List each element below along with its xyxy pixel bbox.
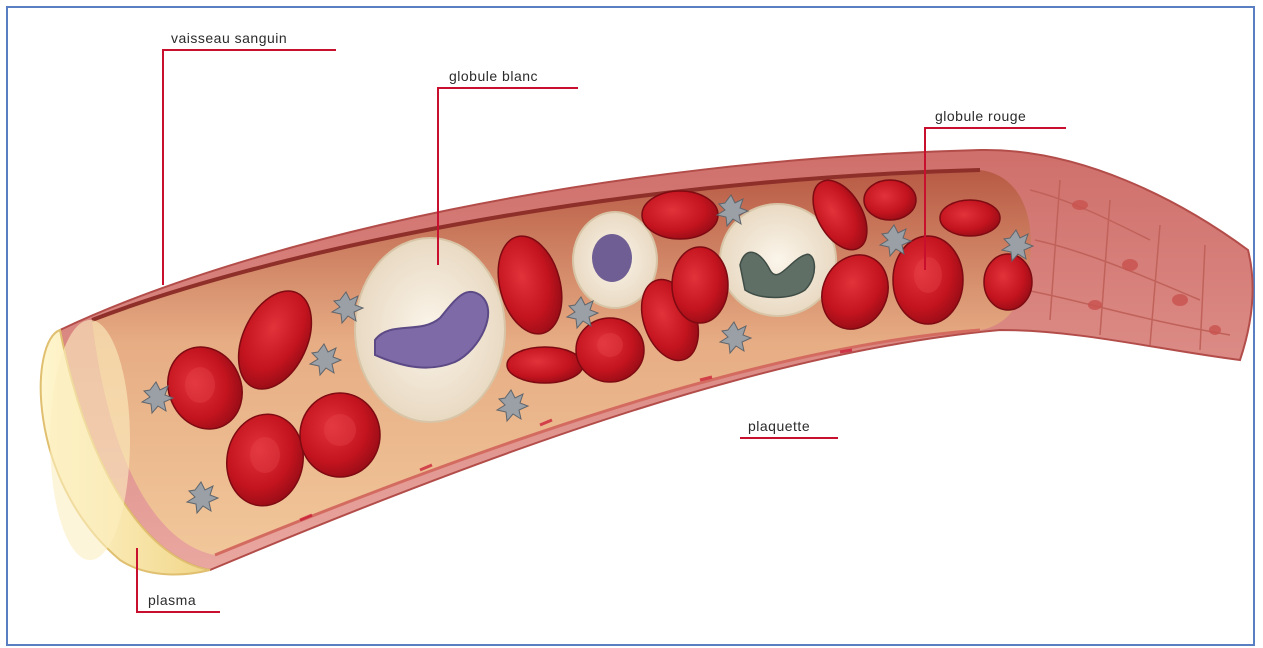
- label-plasma: plasma: [148, 592, 196, 608]
- white-blood-cell: [355, 238, 505, 422]
- label-red-cell: globule rouge: [935, 108, 1026, 124]
- label-vessel: vaisseau sanguin: [171, 30, 287, 46]
- label-platelet: plaquette: [748, 418, 810, 434]
- label-white-cell: globule blanc: [449, 68, 538, 84]
